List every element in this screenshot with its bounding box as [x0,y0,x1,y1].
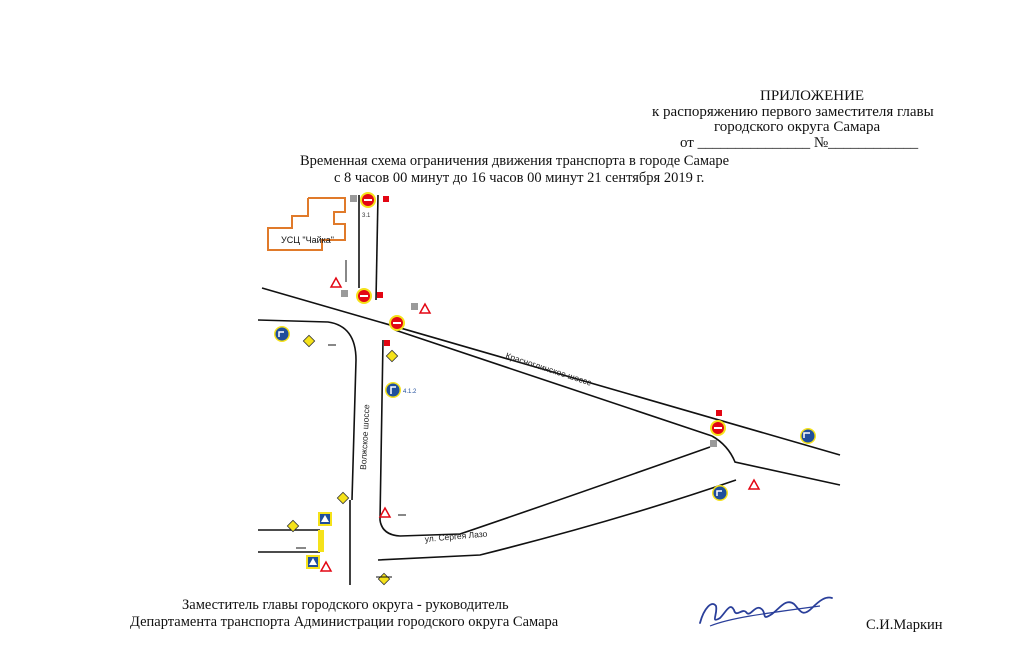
sign-code-label: 3.1 [362,213,371,219]
pedestrian-crossing-sign-icon [318,512,332,526]
no-entry-sign-icon [360,192,389,208]
direction-sign-icon [385,382,401,398]
footer-position-line1: Заместитель главы городского округа - ру… [182,597,509,613]
barrier-block-icon [341,195,717,447]
appendix-heading: ПРИЛОЖЕНИЕ [760,88,865,104]
building-outline [267,197,346,251]
appendix-line2: городского округа Самара [714,119,881,135]
direction-sign-icon [712,485,728,501]
priority-road-sign-icon [286,334,399,586]
building-label: УСЦ "Чайка" [281,235,334,245]
direction-sign-icon [274,326,290,342]
no-entry-sign-icon [710,410,726,436]
footer-position-line2: Департамента транспорта Администрации го… [130,614,559,630]
signer-name: С.И.Маркин [866,617,943,633]
warning-triangle-icon [319,276,761,572]
handwritten-signature [699,596,833,627]
street-label-sergeya-lazo: ул. Сергея Лазо [424,529,488,544]
no-entry-sign-icon [384,315,405,346]
roads [257,194,841,585]
no-entry-sign-icon [356,288,383,304]
pedestrian-crossing-sign-icon [306,555,320,569]
street-label-volzhskoe: Волжское шоссе [358,404,371,470]
scheme-title-line2: с 8 часов 00 минут до 16 часов 00 минут … [334,170,705,186]
sign-posts [296,260,406,578]
appendix-date-line: от _______________ №____________ [680,135,919,151]
appendix-line1: к распоряжению первого заместителя главы [652,104,934,120]
scheme-title-line1: Временная схема ограничения движения тра… [300,153,730,169]
sign-code-label: 4.1.2 [403,389,417,395]
pedestrian-crossing [318,530,324,552]
direction-sign-icon [800,428,816,444]
